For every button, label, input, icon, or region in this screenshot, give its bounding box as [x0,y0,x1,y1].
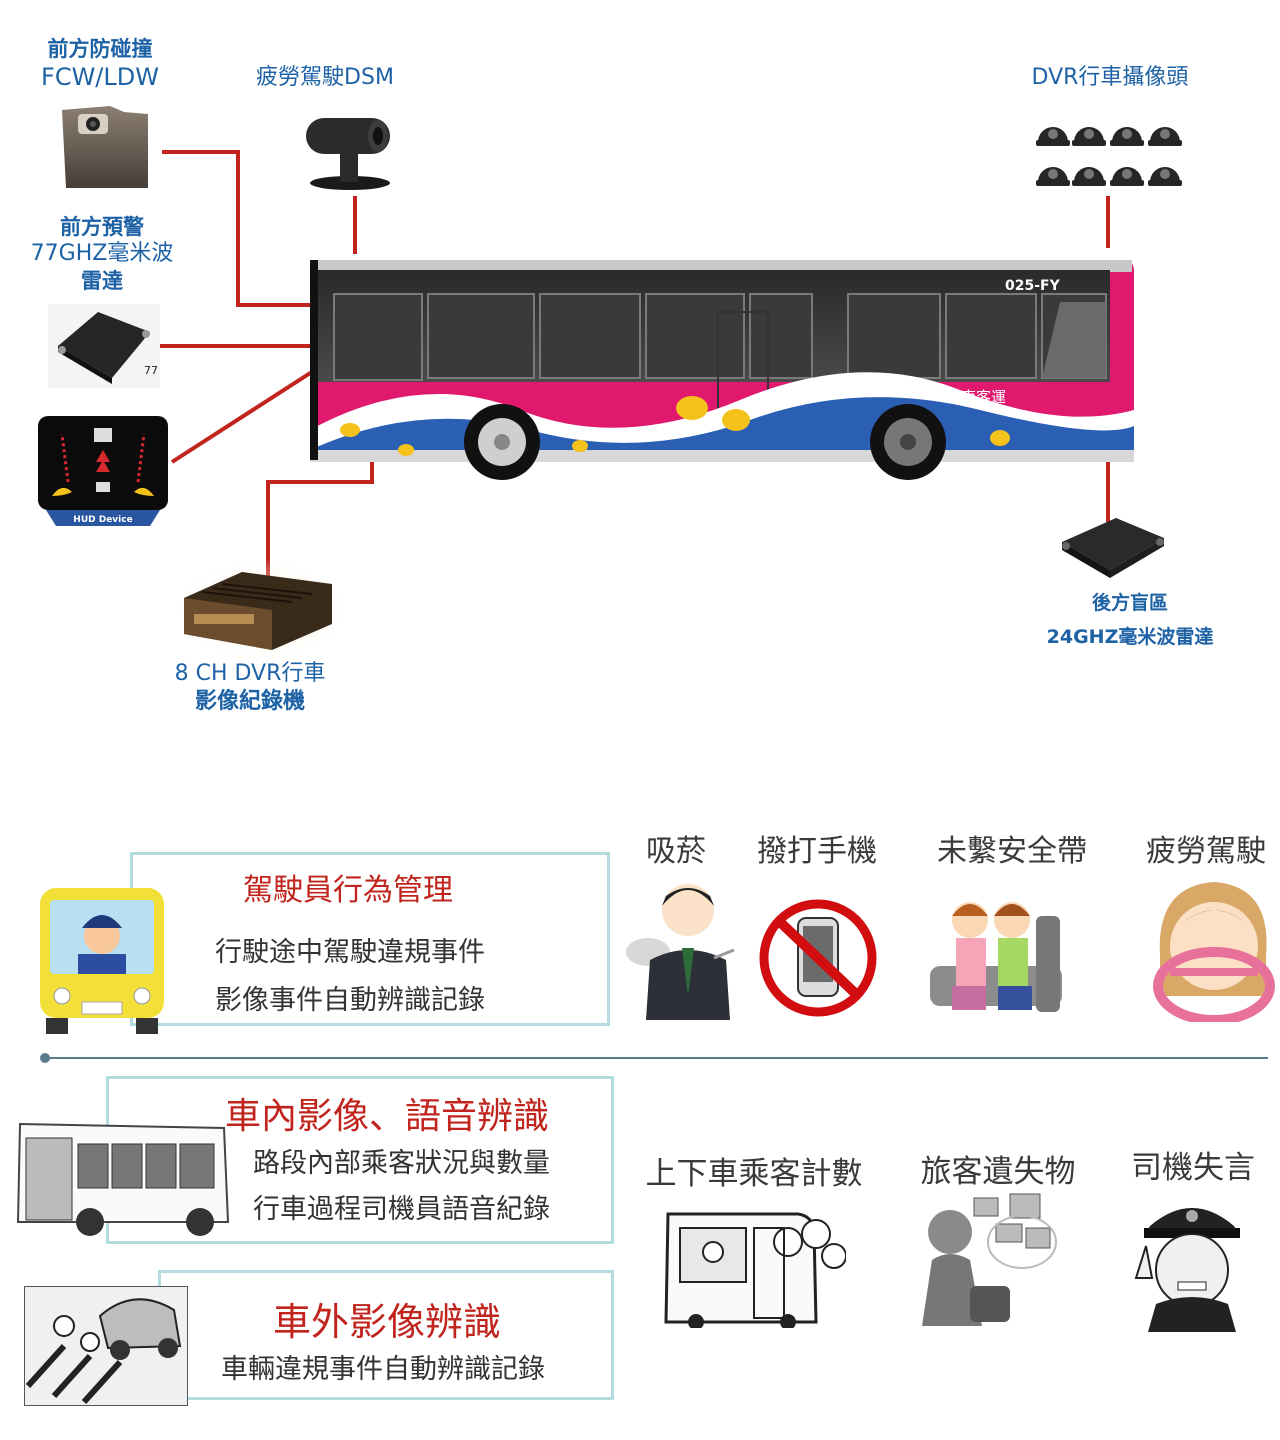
radar77-label-line1: 前方預警 [60,215,144,239]
fcw-label: 前方防碰撞 FCW/LDW [20,36,180,92]
behavior-label-smoking: 吸菸 [646,834,706,869]
smoking-man-image [626,884,735,1020]
bus-plate: 025-FY [1005,278,1061,294]
exterior-recognition-line1: 車輛違規事件自動辨識記錄 [221,1354,545,1385]
incar-label-lost-items: 旅客遺失物 [920,1154,1076,1190]
bus-wheels [464,404,946,480]
dvr-recorder-label: 8 CH DVR行車 影像紀錄機 [140,660,360,715]
rear-radar-label-line2: 24GHZ毫米波雷達 [1046,625,1214,648]
driver-speech-image [1134,1208,1240,1332]
rear-radar-label-line1: 後方盲區 [1091,592,1168,614]
street-scene-image [24,1286,188,1406]
driver-behavior-line2: 影像事件自動辨識記錄 [215,985,485,1016]
dsm-camera-image [306,118,390,190]
dome-cameras-image [1036,127,1182,186]
dvr-recorder-label-line2: 影像紀錄機 [194,688,305,714]
exterior-recognition-box: 車外影像辨識 車輛違規事件自動辨識記錄 [158,1270,614,1400]
fatigue-driver-image [1153,882,1275,1022]
passenger-count-image [664,1212,846,1328]
hud-label: HUD Device [73,515,132,525]
lost-items-image [922,1193,1057,1326]
dvr-camera-label: DVR行車攝像頭 [1031,65,1189,90]
driver-behavior-text: 行駛途中駕駛違規事件 影像事件自動辨識記錄 [215,929,485,1025]
driver-behavior-line1: 行駛途中駕駛違規事件 [215,937,485,968]
no-phone-image [759,899,877,1017]
radar77-label-line3: 雷達 [81,268,123,293]
driver-behavior-title: 駕駛員行為管理 [243,873,453,908]
incar-label-counting: 上下車乘客計數 [645,1156,863,1192]
incar-label-driver-speech: 司機失言 [1131,1150,1255,1186]
yellow-bus-image [40,888,164,1034]
radar77-side-text: 77 [144,364,158,377]
hud-device-image: HUD Device [38,416,168,526]
bus-image: 025-FY 東南客運 [310,260,1134,480]
incar-recognition-line2: 行車過程司機員語音紀錄 [253,1194,550,1225]
connector-lines [155,150,1110,578]
section-divider [40,1053,1268,1063]
dvr-recorder-image [172,558,352,662]
rear-radar-label: 後方盲區 24GHZ毫米波雷達 [1010,592,1250,650]
driver-behavior-box: 駕駛員行為管理 行駛途中駕駛違規事件 影像事件自動辨識記錄 [130,852,610,1026]
rear-radar-image [1062,518,1164,578]
dsm-label: 疲勞駕駛DSM [256,65,394,90]
sketch-bus-image [16,1122,230,1236]
seatbelt-kids-image [930,902,1062,1012]
fcw-label-line2: FCW/LDW [41,63,159,92]
radar77-image: 77 [48,304,160,388]
behavior-label-fatigue: 疲勞駕駛 [1146,834,1266,869]
fcw-camera-image [62,106,148,188]
fcw-connector [162,150,318,307]
behavior-label-seatbelt: 未繫安全帶 [937,834,1087,869]
fcw-label-line1: 前方防碰撞 [47,37,153,61]
bus-company: 東南客運 [946,388,1006,406]
radar77-label: 前方預警 77GHZ毫米波 雷達 [12,214,192,294]
incar-recognition-line1: 路段內部乘客狀況與數量 [253,1148,550,1179]
exterior-recognition-title: 車外影像辨識 [273,1300,502,1344]
incar-recognition-title: 車內影像、語音辨識 [225,1096,550,1137]
behavior-label-phone: 撥打手機 [757,834,877,869]
hud-connector [170,366,320,464]
dvr-recorder-label-line1: 8 CH DVR行車 [174,661,326,686]
radar77-label-line2: 77GHZ毫米波 [30,241,174,267]
incar-recognition-text: 路段內部乘客狀況與數量 行車過程司機員語音紀錄 [253,1141,550,1233]
